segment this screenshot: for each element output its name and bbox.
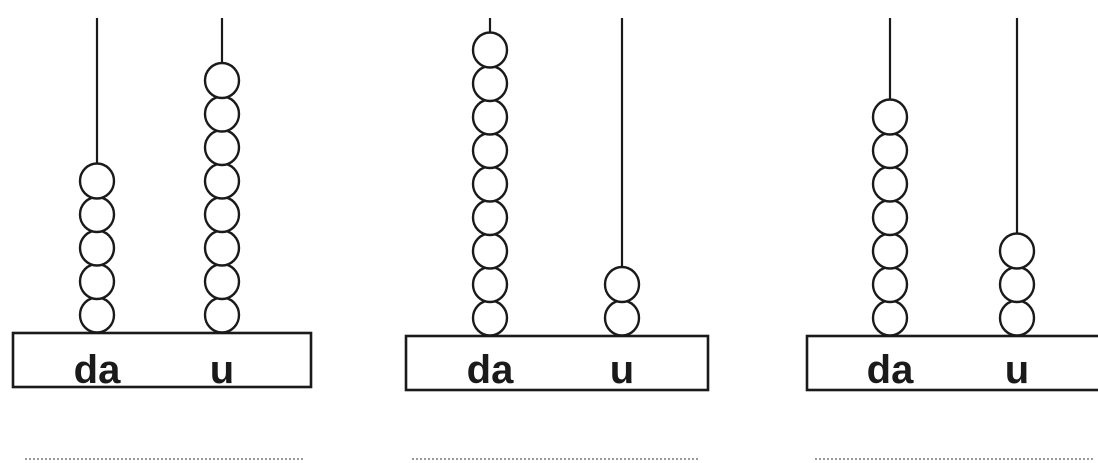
bead: [78, 296, 116, 334]
bead: [471, 131, 509, 170]
place-value-label: da: [867, 348, 914, 392]
bead: [471, 265, 509, 304]
rod-da: [471, 18, 509, 337]
abacus-base: [805, 334, 1098, 392]
bead: [603, 299, 641, 337]
bead: [871, 165, 909, 203]
bead: [471, 299, 509, 337]
abacus-base: [11, 331, 313, 389]
bead: [203, 128, 241, 167]
rod-u: [203, 18, 241, 334]
bead: [471, 64, 509, 103]
bead: [78, 195, 116, 234]
bead: [471, 232, 509, 270]
bead: [203, 61, 241, 100]
place-value-label: u: [210, 348, 234, 392]
rod-da: [871, 18, 909, 337]
bead: [203, 296, 241, 334]
rod-u: [998, 18, 1036, 337]
bead: [871, 265, 909, 304]
abacus-1: da u: [11, 18, 313, 460]
bead: [471, 165, 509, 203]
bead: [471, 198, 509, 237]
bead: [203, 262, 241, 301]
bead: [203, 195, 241, 234]
place-value-label: da: [74, 348, 121, 392]
bead: [78, 229, 116, 267]
bead: [871, 198, 909, 237]
bead: [871, 232, 909, 270]
bead: [471, 31, 509, 69]
place-value-label: u: [610, 348, 634, 392]
abacus-2: da u: [404, 18, 710, 460]
bead: [998, 232, 1036, 270]
bead: [998, 299, 1036, 337]
abacus-base: [404, 334, 710, 392]
bead: [871, 131, 909, 170]
place-value-label: da: [467, 348, 514, 392]
bead: [203, 162, 241, 200]
bead: [603, 265, 641, 304]
bead: [78, 262, 116, 301]
bead: [871, 299, 909, 337]
bead: [78, 162, 116, 200]
bead: [471, 98, 509, 136]
abacus-3: da u: [805, 18, 1098, 460]
bead: [203, 229, 241, 267]
rod-da: [78, 18, 116, 334]
bead: [871, 98, 909, 136]
place-value-label: u: [1005, 348, 1029, 392]
rod-u: [603, 18, 641, 337]
bead: [203, 95, 241, 133]
bead: [998, 265, 1036, 304]
